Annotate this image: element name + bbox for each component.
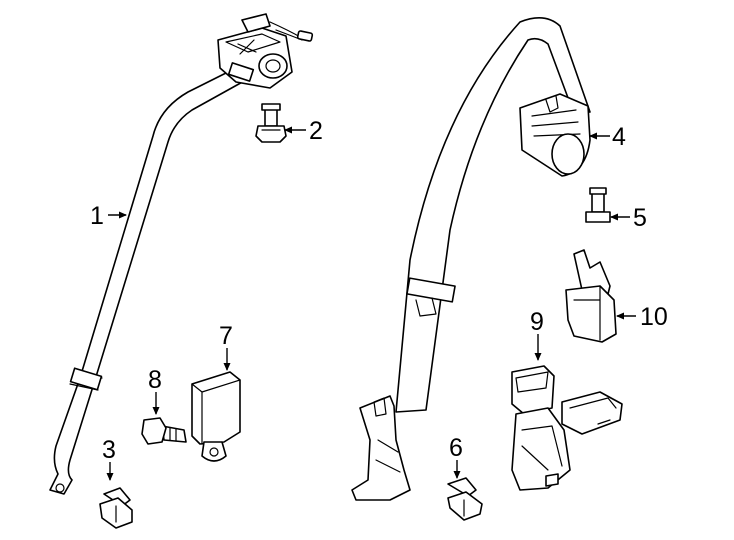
part-9-buckle-assembly: [511, 365, 623, 491]
callout-numbers: 1 2 3 4 5 6 7 8 9 10: [90, 117, 668, 464]
part-4-retractor: [395, 17, 591, 413]
callout-9: 9: [530, 308, 544, 336]
part-5-bolt: [585, 187, 611, 223]
belt-guide-clip: [406, 277, 456, 303]
part-10-cover: [565, 249, 617, 343]
callout-1: 1: [90, 202, 104, 230]
part-8-bolt: [141, 417, 187, 445]
part-3-bolt: [99, 487, 133, 529]
part-1-seat-belt-assembly: [49, 13, 314, 495]
callout-5: 5: [633, 204, 647, 232]
callout-3: 3: [102, 436, 116, 464]
belt-webbing: [49, 69, 247, 495]
callout-7: 7: [219, 322, 233, 350]
callout-2: 2: [309, 117, 323, 145]
part-2-bolt: [255, 103, 287, 143]
right-belt-webbing: [395, 17, 591, 413]
leader-lines: [106, 126, 636, 481]
belt-guide-clip: [69, 367, 103, 391]
callout-8: 8: [148, 366, 162, 394]
callout-4: 4: [612, 123, 626, 151]
lower-belt-anchor: [351, 395, 411, 501]
callout-6: 6: [449, 434, 463, 462]
retractor-top: [217, 13, 314, 89]
callout-10: 10: [640, 303, 668, 331]
part-7-buckle: [191, 371, 241, 462]
part-6-bolt: [447, 477, 483, 521]
